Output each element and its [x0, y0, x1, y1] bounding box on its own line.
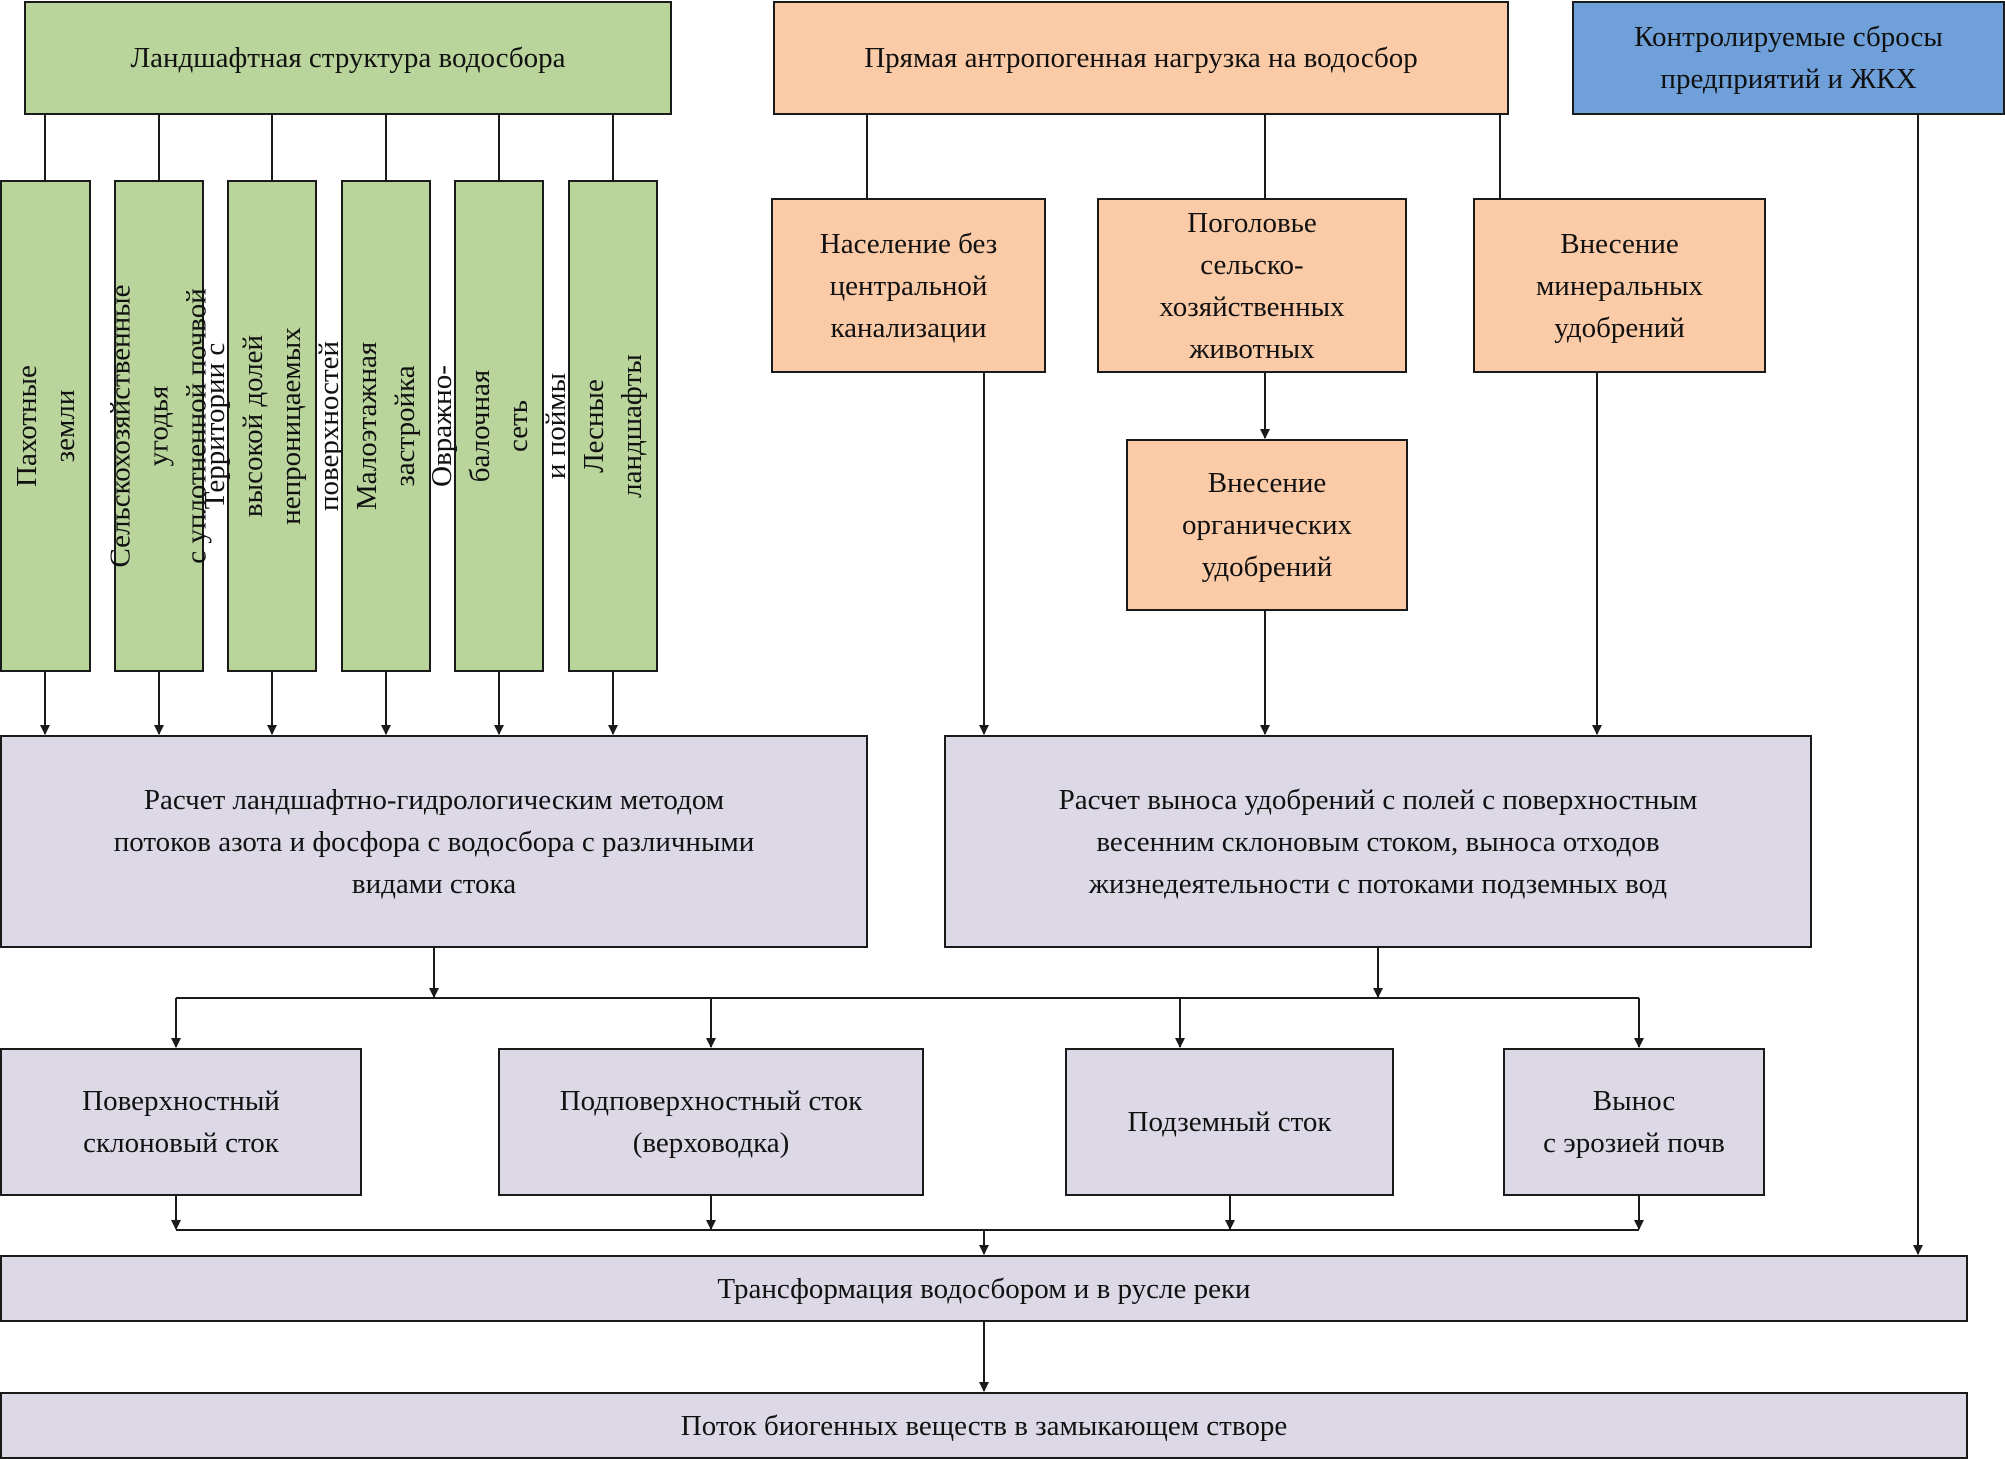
landscape-structure-header: Ландшафтная структура водосбора	[24, 1, 672, 115]
landscape-item-arable-land-label: Пахотные земли	[10, 365, 81, 487]
landscape-item-forest: Лесные ландшафты	[568, 180, 658, 672]
landscape-item-ravines-floodplains-label: Овражно-балочная сеть и поймы	[426, 365, 573, 487]
soil-erosion-label: Вынос с эрозией почв	[1543, 1085, 1725, 1159]
organic-fertilizers-label: Внесение органических удобрений	[1182, 467, 1352, 583]
surface-runoff-box: Поверхностный склоновый сток	[0, 1048, 362, 1196]
landscape-item-arable-land: Пахотные земли	[0, 180, 91, 672]
fertilizer-runoff-calc-label: Расчет выноса удобрений с полей с поверх…	[1058, 783, 1698, 900]
subsurface-runoff-box: Подповерхностный сток (верховодка)	[498, 1048, 924, 1196]
transformation-label: Трансформация водосбором и в русле реки	[717, 1272, 1251, 1305]
fertilizer-runoff-calc-box: Расчет выноса удобрений с полей с поверх…	[944, 735, 1812, 948]
anthropogenic-load-header-label: Прямая антропогенная нагрузка на водосбо…	[864, 42, 1418, 74]
underground-runoff-box: Подземный сток	[1065, 1048, 1394, 1196]
landscape-item-impervious-surfaces: Территории с высокой долей непроницаемых…	[199, 180, 345, 672]
landscape-structure-header-label: Ландшафтная структура водосбора	[130, 42, 566, 74]
landscape-item-ravines-floodplains: Овражно-балочная сеть и поймы	[426, 180, 572, 672]
landscape-item-forest-label: Лесные ландшафты	[578, 354, 648, 498]
livestock-box: Поголовье сельско- хозяйственных животны…	[1097, 198, 1407, 373]
subsurface-runoff-label: Подповерхностный сток (верховодка)	[559, 1085, 863, 1159]
nutrient-outflow-box: Поток биогенных веществ в замыкающем ств…	[0, 1392, 1968, 1459]
landscape-item-low-rise-buildings-label: Малоэтажная застройка	[351, 341, 422, 511]
landscape-item-impervious-surfaces-label: Территории с высокой долей непроницаемых…	[199, 327, 345, 525]
surface-runoff-label: Поверхностный склоновый сток	[82, 1085, 280, 1159]
transformation-box: Трансформация водосбором и в русле реки	[0, 1255, 1968, 1322]
population-no-sewerage-box: Население без центральной канализации	[771, 198, 1046, 373]
underground-runoff-label: Подземный сток	[1127, 1106, 1332, 1138]
nutrient-outflow-label: Поток биогенных веществ в замыкающем ств…	[680, 1409, 1288, 1442]
livestock-label: Поголовье сельско- хозяйственных животны…	[1159, 206, 1345, 365]
mineral-fertilizers-box: Внесение минеральных удобрений	[1473, 198, 1766, 373]
landscape-hydrological-calc-label: Расчет ландшафтно-гидрологическим методо…	[113, 783, 755, 900]
organic-fertilizers-box: Внесение органических удобрений	[1126, 439, 1408, 611]
population-no-sewerage-label: Население без центральной канализации	[819, 227, 998, 344]
anthropogenic-load-header: Прямая антропогенная нагрузка на водосбо…	[773, 1, 1509, 115]
landscape-item-compacted-soil: Сельскохозяйственные угодья с уплотненно…	[105, 180, 213, 672]
mineral-fertilizers-label: Внесение минеральных удобрений	[1535, 227, 1704, 344]
landscape-hydrological-calc-box: Расчет ландшафтно-гидрологическим методо…	[0, 735, 868, 948]
soil-erosion-box: Вынос с эрозией почв	[1503, 1048, 1765, 1196]
controlled-discharges-header: Контролируемые сбросы предприятий и ЖКХ	[1572, 1, 2005, 115]
landscape-item-low-rise-buildings: Малоэтажная застройка	[341, 180, 431, 672]
controlled-discharges-header-label: Контролируемые сбросы предприятий и ЖКХ	[1634, 21, 1943, 95]
